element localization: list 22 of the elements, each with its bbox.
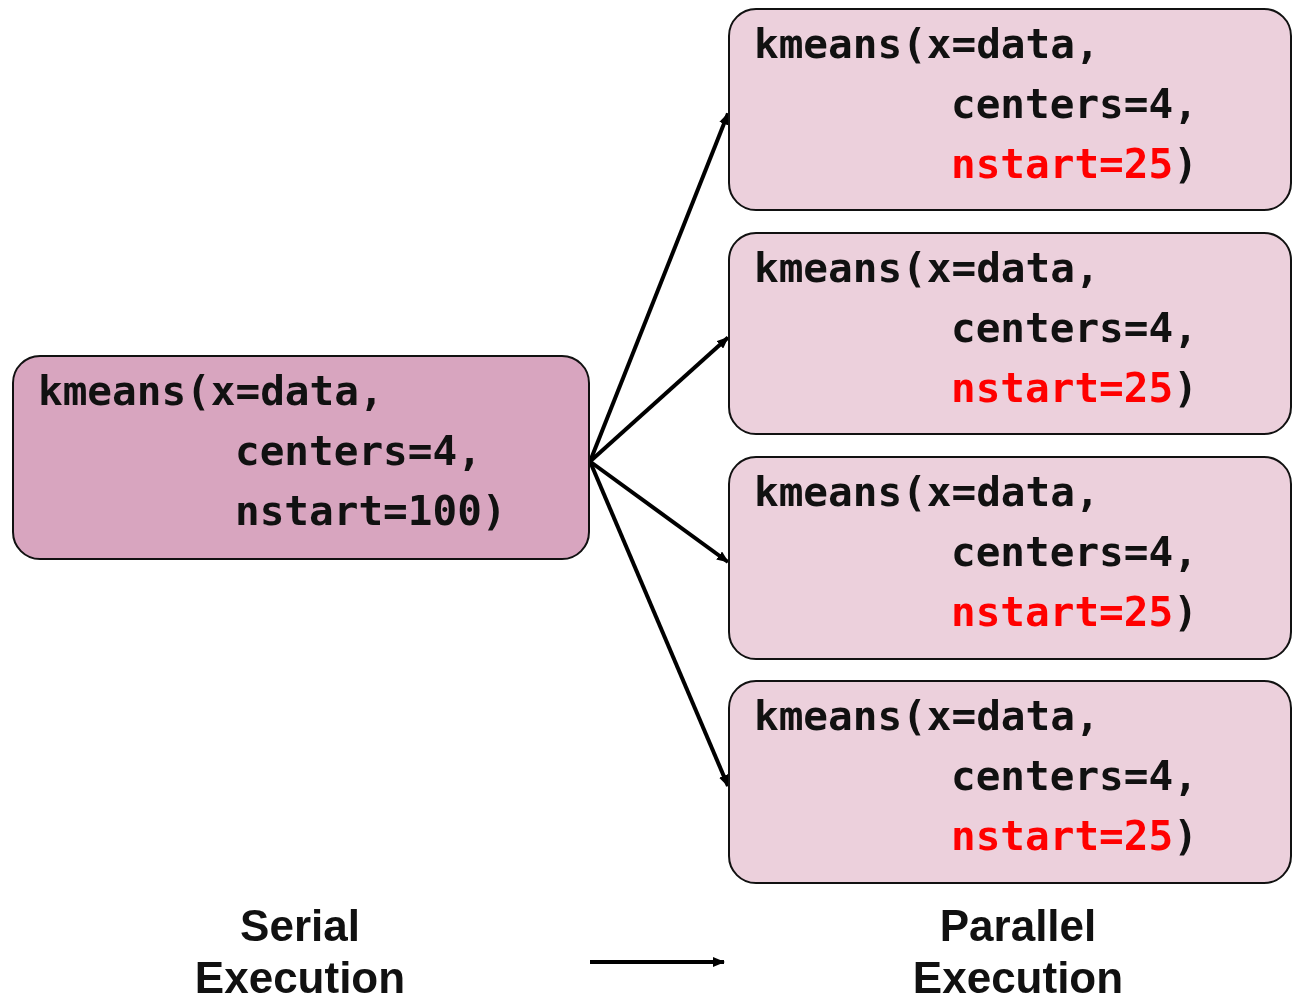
caption-text: Serial Execution: [175, 900, 425, 1007]
code-line: nstart=25): [951, 364, 1198, 412]
code-line: nstart=25): [951, 588, 1198, 636]
code-box: [728, 456, 1292, 660]
code-line: kmeans(x=data,: [754, 468, 1100, 516]
code-line: nstart=25): [951, 812, 1198, 860]
code-line: nstart=25): [951, 140, 1198, 188]
code-line: kmeans(x=data,: [754, 692, 1100, 740]
code-line: kmeans(x=data,: [754, 20, 1100, 68]
code-box: [728, 8, 1292, 211]
code-line: centers=4,: [235, 427, 482, 475]
code-box: [12, 355, 590, 560]
code-box: [728, 232, 1292, 435]
code-line: kmeans(x=data,: [754, 244, 1100, 292]
code-line: centers=4,: [951, 304, 1198, 352]
code-line: centers=4,: [951, 528, 1198, 576]
caption-text: Parallel Execution: [893, 900, 1143, 1007]
code-line: nstart=100): [235, 487, 507, 535]
code-line: kmeans(x=data,: [38, 367, 384, 415]
code-box: [728, 680, 1292, 884]
code-line: centers=4,: [951, 752, 1198, 800]
code-line: centers=4,: [951, 80, 1198, 128]
